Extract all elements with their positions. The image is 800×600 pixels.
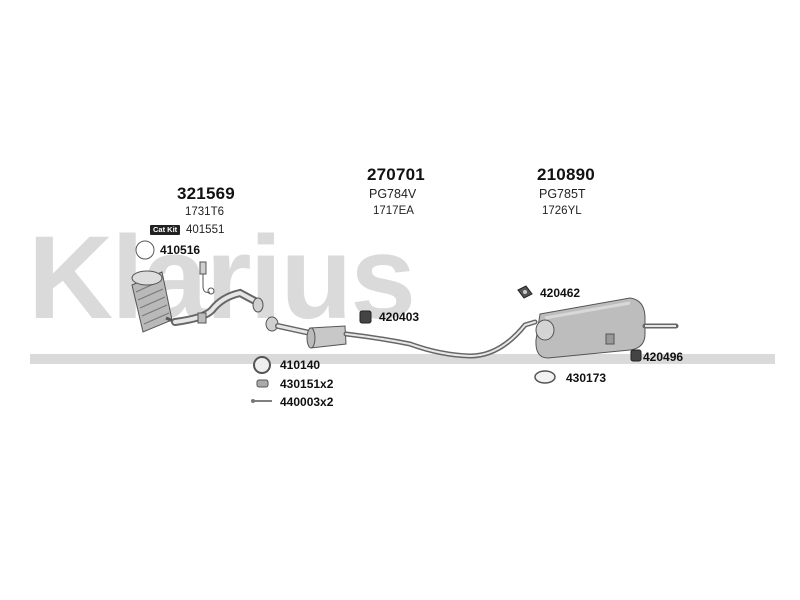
- oem-code: PG784V: [369, 187, 417, 201]
- rear-silencer: [535, 297, 679, 359]
- part-label: 430173: [566, 371, 607, 385]
- part-label: 410516: [160, 243, 201, 257]
- oem-code: 1717EA: [373, 205, 414, 217]
- part-label: 440003x2: [280, 395, 334, 409]
- lambda-sensor: [199, 261, 215, 295]
- ring-icon: [253, 356, 271, 374]
- part-label: 410140: [280, 358, 321, 372]
- part-label: 420403: [379, 310, 420, 324]
- part-number-270701: 270701: [367, 165, 425, 184]
- rubber-mount-icon: [359, 310, 372, 324]
- cat-kit-badge: Cat Kit: [150, 225, 181, 236]
- bush-icon: [256, 379, 269, 388]
- oem-code: 1731T6: [185, 206, 225, 218]
- ring-icon: [135, 240, 155, 260]
- svg-text:Klarius: Klarius: [28, 212, 414, 344]
- front-pipe: [171, 288, 264, 326]
- bolt-icon: [251, 399, 272, 403]
- bracket-icon: [517, 285, 533, 299]
- part-label: 420462: [540, 286, 581, 300]
- rubber-mount-icon: [630, 349, 642, 362]
- part-number-321569: 321569: [177, 184, 235, 203]
- part-label: 420496: [643, 350, 684, 364]
- oem-code: 401551: [186, 224, 225, 236]
- part-number-210890: 210890: [537, 165, 595, 184]
- oem-code: PG785T: [539, 187, 586, 201]
- part-label: 430151x2: [280, 377, 334, 391]
- oem-code: 1726YL: [542, 205, 582, 217]
- centre-pipe: [265, 316, 538, 359]
- watermark-logo: Klarius: [28, 212, 775, 364]
- clamp-ring-icon: [534, 370, 556, 384]
